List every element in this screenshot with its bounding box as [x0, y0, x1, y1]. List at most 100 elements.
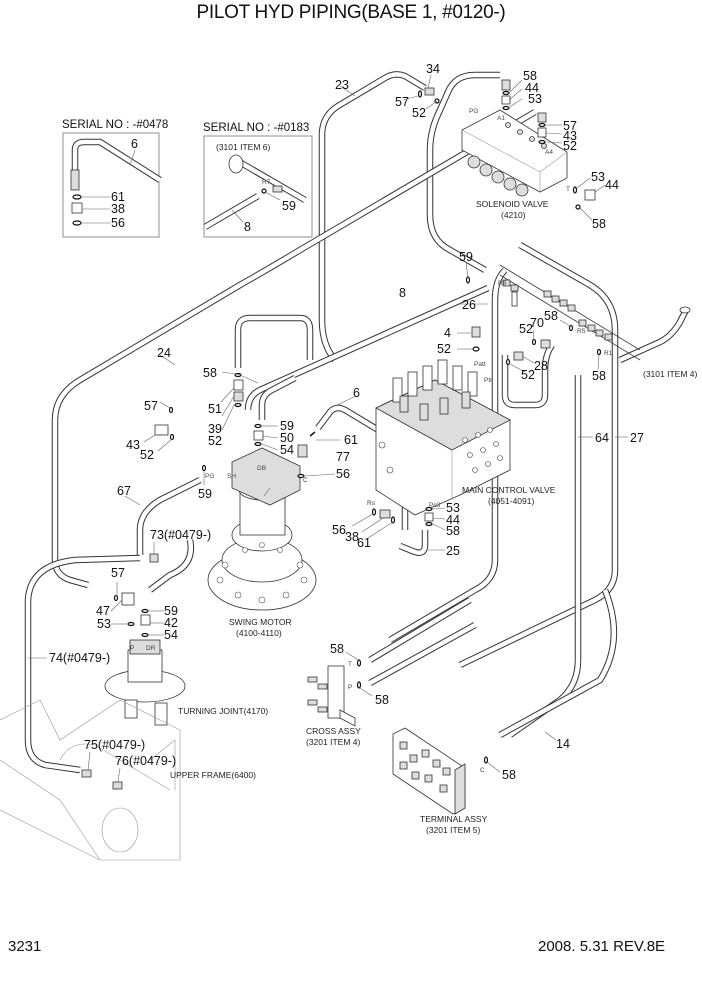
callout-58: 58	[375, 693, 389, 707]
callout-53: 53	[528, 92, 542, 106]
cross-assy-code: (3201 ITEM 4)	[306, 737, 360, 747]
adapter-42	[140, 614, 151, 626]
callout-73: 73(#0479-)	[150, 528, 211, 542]
callout-58: 58	[203, 366, 217, 380]
swing-motor: SH PG DB C SWING MOTOR (4100-4110)	[143, 371, 341, 638]
bracket-manifold: R6 R5 R1 (3101 ITEM 4)	[460, 261, 697, 438]
fitting-73	[149, 553, 159, 563]
mcv-label: MAIN CONTROL VALVE	[462, 485, 556, 495]
turning-joint: P DR TURNING JOINT(4170)	[28, 542, 268, 726]
callout-58: 58	[544, 309, 558, 323]
callout-34: 34	[426, 62, 440, 76]
callout-44: 44	[525, 81, 539, 95]
callout: 61	[111, 190, 125, 204]
port-a4: A4	[545, 149, 553, 156]
callout-52: 52	[208, 434, 222, 448]
port-a1: A1	[497, 115, 505, 122]
inset2-frame	[203, 135, 313, 238]
port-rs: Rs	[367, 500, 376, 507]
inset-serial-0478: SERIAL NO : -#0478 6 61 38 56	[62, 119, 168, 238]
callout-76: 76(#0479-)	[115, 754, 176, 768]
pressure-switch-4	[471, 326, 481, 338]
swing-motor-valve-block	[231, 447, 301, 506]
callout-58: 58	[592, 369, 606, 383]
upper-frame: UPPER FRAME(6400)	[0, 699, 256, 861]
callout-52: 52	[437, 342, 451, 356]
port-r6: R6	[498, 280, 507, 287]
callout-64: 64	[595, 431, 609, 445]
elbow-77	[297, 444, 308, 458]
callout-43: 43	[563, 129, 577, 143]
hose-64	[508, 375, 582, 738]
callout-42: 42	[164, 616, 178, 630]
port-r1: R1	[604, 350, 613, 357]
port-pg-swing: PG	[205, 473, 214, 480]
drawing-title: PILOT HYD PIPING(BASE 1, #0120-)	[196, 2, 506, 23]
callout-44: 44	[446, 513, 460, 527]
port-dr-tj: DR	[146, 645, 156, 652]
callout-56: 56	[332, 523, 346, 537]
adapter-38	[71, 202, 83, 214]
callout-58: 58	[446, 524, 460, 538]
swing-motor-label: SWING MOTOR	[229, 617, 292, 627]
callout-53: 53	[97, 617, 111, 631]
hose-24	[51, 109, 537, 589]
port-t-cross: T	[348, 661, 352, 668]
item4-ref-label: (3101 ITEM 4)	[643, 369, 697, 379]
pipe-item4	[618, 308, 689, 363]
adapter-39	[233, 391, 244, 402]
callout-25: 25	[446, 544, 460, 558]
elbow-47	[121, 592, 135, 606]
callout-67: 67	[117, 484, 131, 498]
hose-routes	[24, 71, 691, 774]
solenoid-valve-label: SOLENOID VALVE	[476, 199, 549, 209]
callout-39: 39	[208, 422, 222, 436]
callout-74: 74(#0479-)	[49, 651, 110, 665]
port-sh: SH	[227, 473, 236, 480]
revision-date: 2008. 5.31 REV.8E	[538, 938, 666, 955]
callout-61: 61	[357, 536, 371, 550]
port-pc3: Pc3	[429, 502, 441, 509]
port-label: R7	[262, 179, 271, 186]
callout-57: 57	[395, 95, 409, 109]
callout-59: 59	[164, 604, 178, 618]
terminal-assy-label: TERMINAL ASSY	[420, 814, 488, 824]
callout-58: 58	[502, 768, 516, 782]
o-ring-61	[72, 194, 82, 200]
solenoid-coils	[467, 155, 529, 197]
callout: 8	[244, 220, 251, 234]
callout-51: 51	[208, 402, 222, 416]
callout-50: 50	[280, 431, 294, 445]
hose-swing-a	[234, 314, 314, 368]
flange	[228, 154, 244, 174]
port-pg: PG	[469, 108, 478, 115]
port-r5: R5	[577, 328, 586, 335]
inset1-heading: SERIAL NO : -#0478	[62, 119, 168, 131]
elbow-43	[154, 424, 169, 436]
callout: 59	[282, 199, 296, 213]
callout-57: 57	[111, 566, 125, 580]
port-p-tj: P	[130, 645, 134, 652]
callout-52: 52	[140, 448, 154, 462]
callout-27: 27	[630, 431, 644, 445]
swing-motor-code: (4100-4110)	[236, 628, 282, 638]
callout-77: 77	[336, 450, 350, 464]
fitting-76	[112, 781, 123, 790]
terminal-assy: C TERMINAL ASSY (3201 ITEM 5)	[392, 727, 557, 835]
port-patt: Patt	[474, 361, 486, 368]
main-control-valve: Patt Ptr Rs Pc3 MAIN CONTROL VALVE (4051…	[351, 326, 556, 551]
tee-51	[233, 379, 244, 391]
callout-61: 61	[344, 433, 358, 447]
solenoid-valve-code: (4210)	[501, 210, 526, 220]
callout-59: 59	[198, 487, 212, 501]
port-db: DB	[257, 465, 266, 472]
page-number: 3231	[8, 938, 42, 955]
callout-24: 24	[157, 346, 171, 360]
mcv-code: (4051-4091)	[488, 496, 534, 506]
callout-8: 8	[399, 286, 406, 300]
callout-59: 59	[280, 419, 294, 433]
hose-fitting	[70, 169, 80, 191]
inset2-heading: SERIAL NO : -#0183	[203, 122, 309, 134]
callout-53: 53	[446, 501, 460, 515]
cross-assy-label: CROSS ASSY	[306, 726, 361, 736]
